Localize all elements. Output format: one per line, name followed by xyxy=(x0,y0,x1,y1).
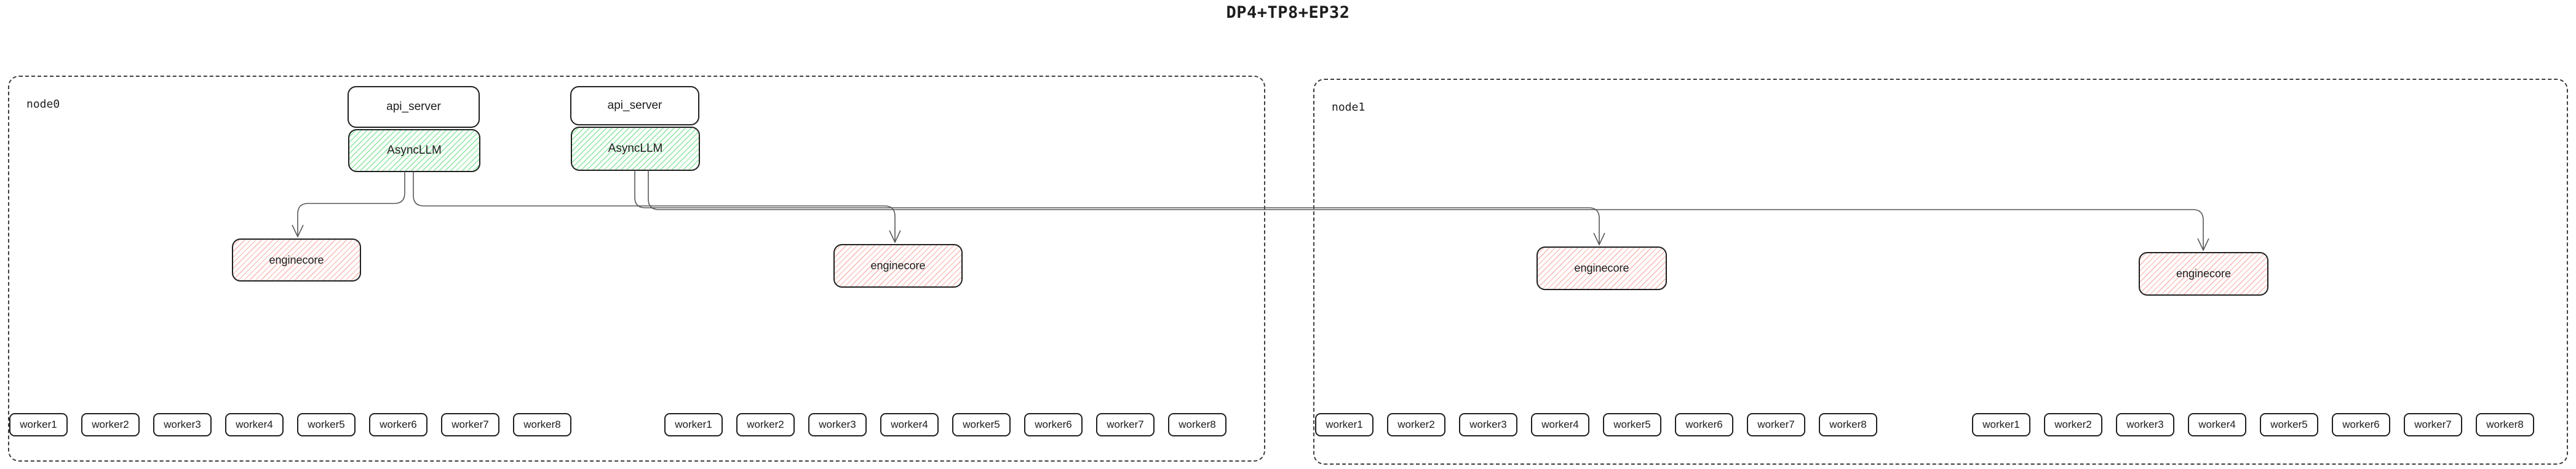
node0-label: node0 xyxy=(26,98,60,111)
worker-box: worker2 xyxy=(1387,413,1445,436)
worker-box: worker2 xyxy=(81,413,140,436)
worker-box: worker3 xyxy=(2116,413,2174,436)
worker-box: worker8 xyxy=(2476,413,2534,436)
node0-container: node0 xyxy=(8,76,1265,462)
worker-box: worker8 xyxy=(1819,413,1877,436)
worker-box: worker1 xyxy=(664,413,723,436)
worker-box: worker7 xyxy=(1747,413,1805,436)
api-server-box: api_server xyxy=(348,86,480,128)
worker-box: worker6 xyxy=(369,413,427,436)
worker-box: worker3 xyxy=(153,413,212,436)
worker-box: worker8 xyxy=(513,413,571,436)
worker-box: worker6 xyxy=(2332,413,2390,436)
worker-box: worker5 xyxy=(297,413,356,436)
worker-box: worker4 xyxy=(880,413,939,436)
enginecore-box: enginecore xyxy=(833,244,963,288)
node0-worker-group-1: worker1 worker2 worker3 worker4 worker5 … xyxy=(9,413,571,436)
node0-worker-group-2: worker1 worker2 worker3 worker4 worker5 … xyxy=(664,413,1226,436)
node1-worker-group-2: worker1 worker2 worker3 worker4 worker5 … xyxy=(1972,413,2534,436)
worker-box: worker4 xyxy=(225,413,284,436)
enginecore-box: enginecore xyxy=(2139,252,2268,296)
worker-box: worker4 xyxy=(1531,413,1589,436)
node1-worker-group-1: worker1 worker2 worker3 worker4 worker5 … xyxy=(1315,413,1877,436)
diagram-title: DP4+TP8+EP32 xyxy=(1226,3,1350,22)
worker-box: worker1 xyxy=(1315,413,1373,436)
worker-box: worker1 xyxy=(1972,413,2030,436)
worker-box: worker7 xyxy=(2404,413,2462,436)
worker-box: worker6 xyxy=(1675,413,1733,436)
worker-box: worker4 xyxy=(2188,413,2246,436)
asyncllm-box: AsyncLLM xyxy=(348,129,480,172)
worker-box: worker2 xyxy=(2044,413,2102,436)
worker-box: worker7 xyxy=(441,413,499,436)
worker-box: worker6 xyxy=(1024,413,1083,436)
enginecore-box: enginecore xyxy=(232,238,361,282)
node1-label: node1 xyxy=(1332,101,1366,114)
asyncllm-box: AsyncLLM xyxy=(571,127,700,171)
node1-container: node1 xyxy=(1313,79,2568,465)
worker-box: worker5 xyxy=(952,413,1011,436)
worker-box: worker3 xyxy=(808,413,867,436)
worker-box: worker2 xyxy=(736,413,795,436)
worker-box: worker7 xyxy=(1096,413,1155,436)
api-server-box: api_server xyxy=(570,86,699,125)
worker-box: worker3 xyxy=(1459,413,1517,436)
worker-box: worker5 xyxy=(2260,413,2318,436)
worker-box: worker5 xyxy=(1603,413,1661,436)
worker-box: worker1 xyxy=(9,413,68,436)
worker-box: worker8 xyxy=(1168,413,1226,436)
enginecore-box: enginecore xyxy=(1536,246,1667,290)
